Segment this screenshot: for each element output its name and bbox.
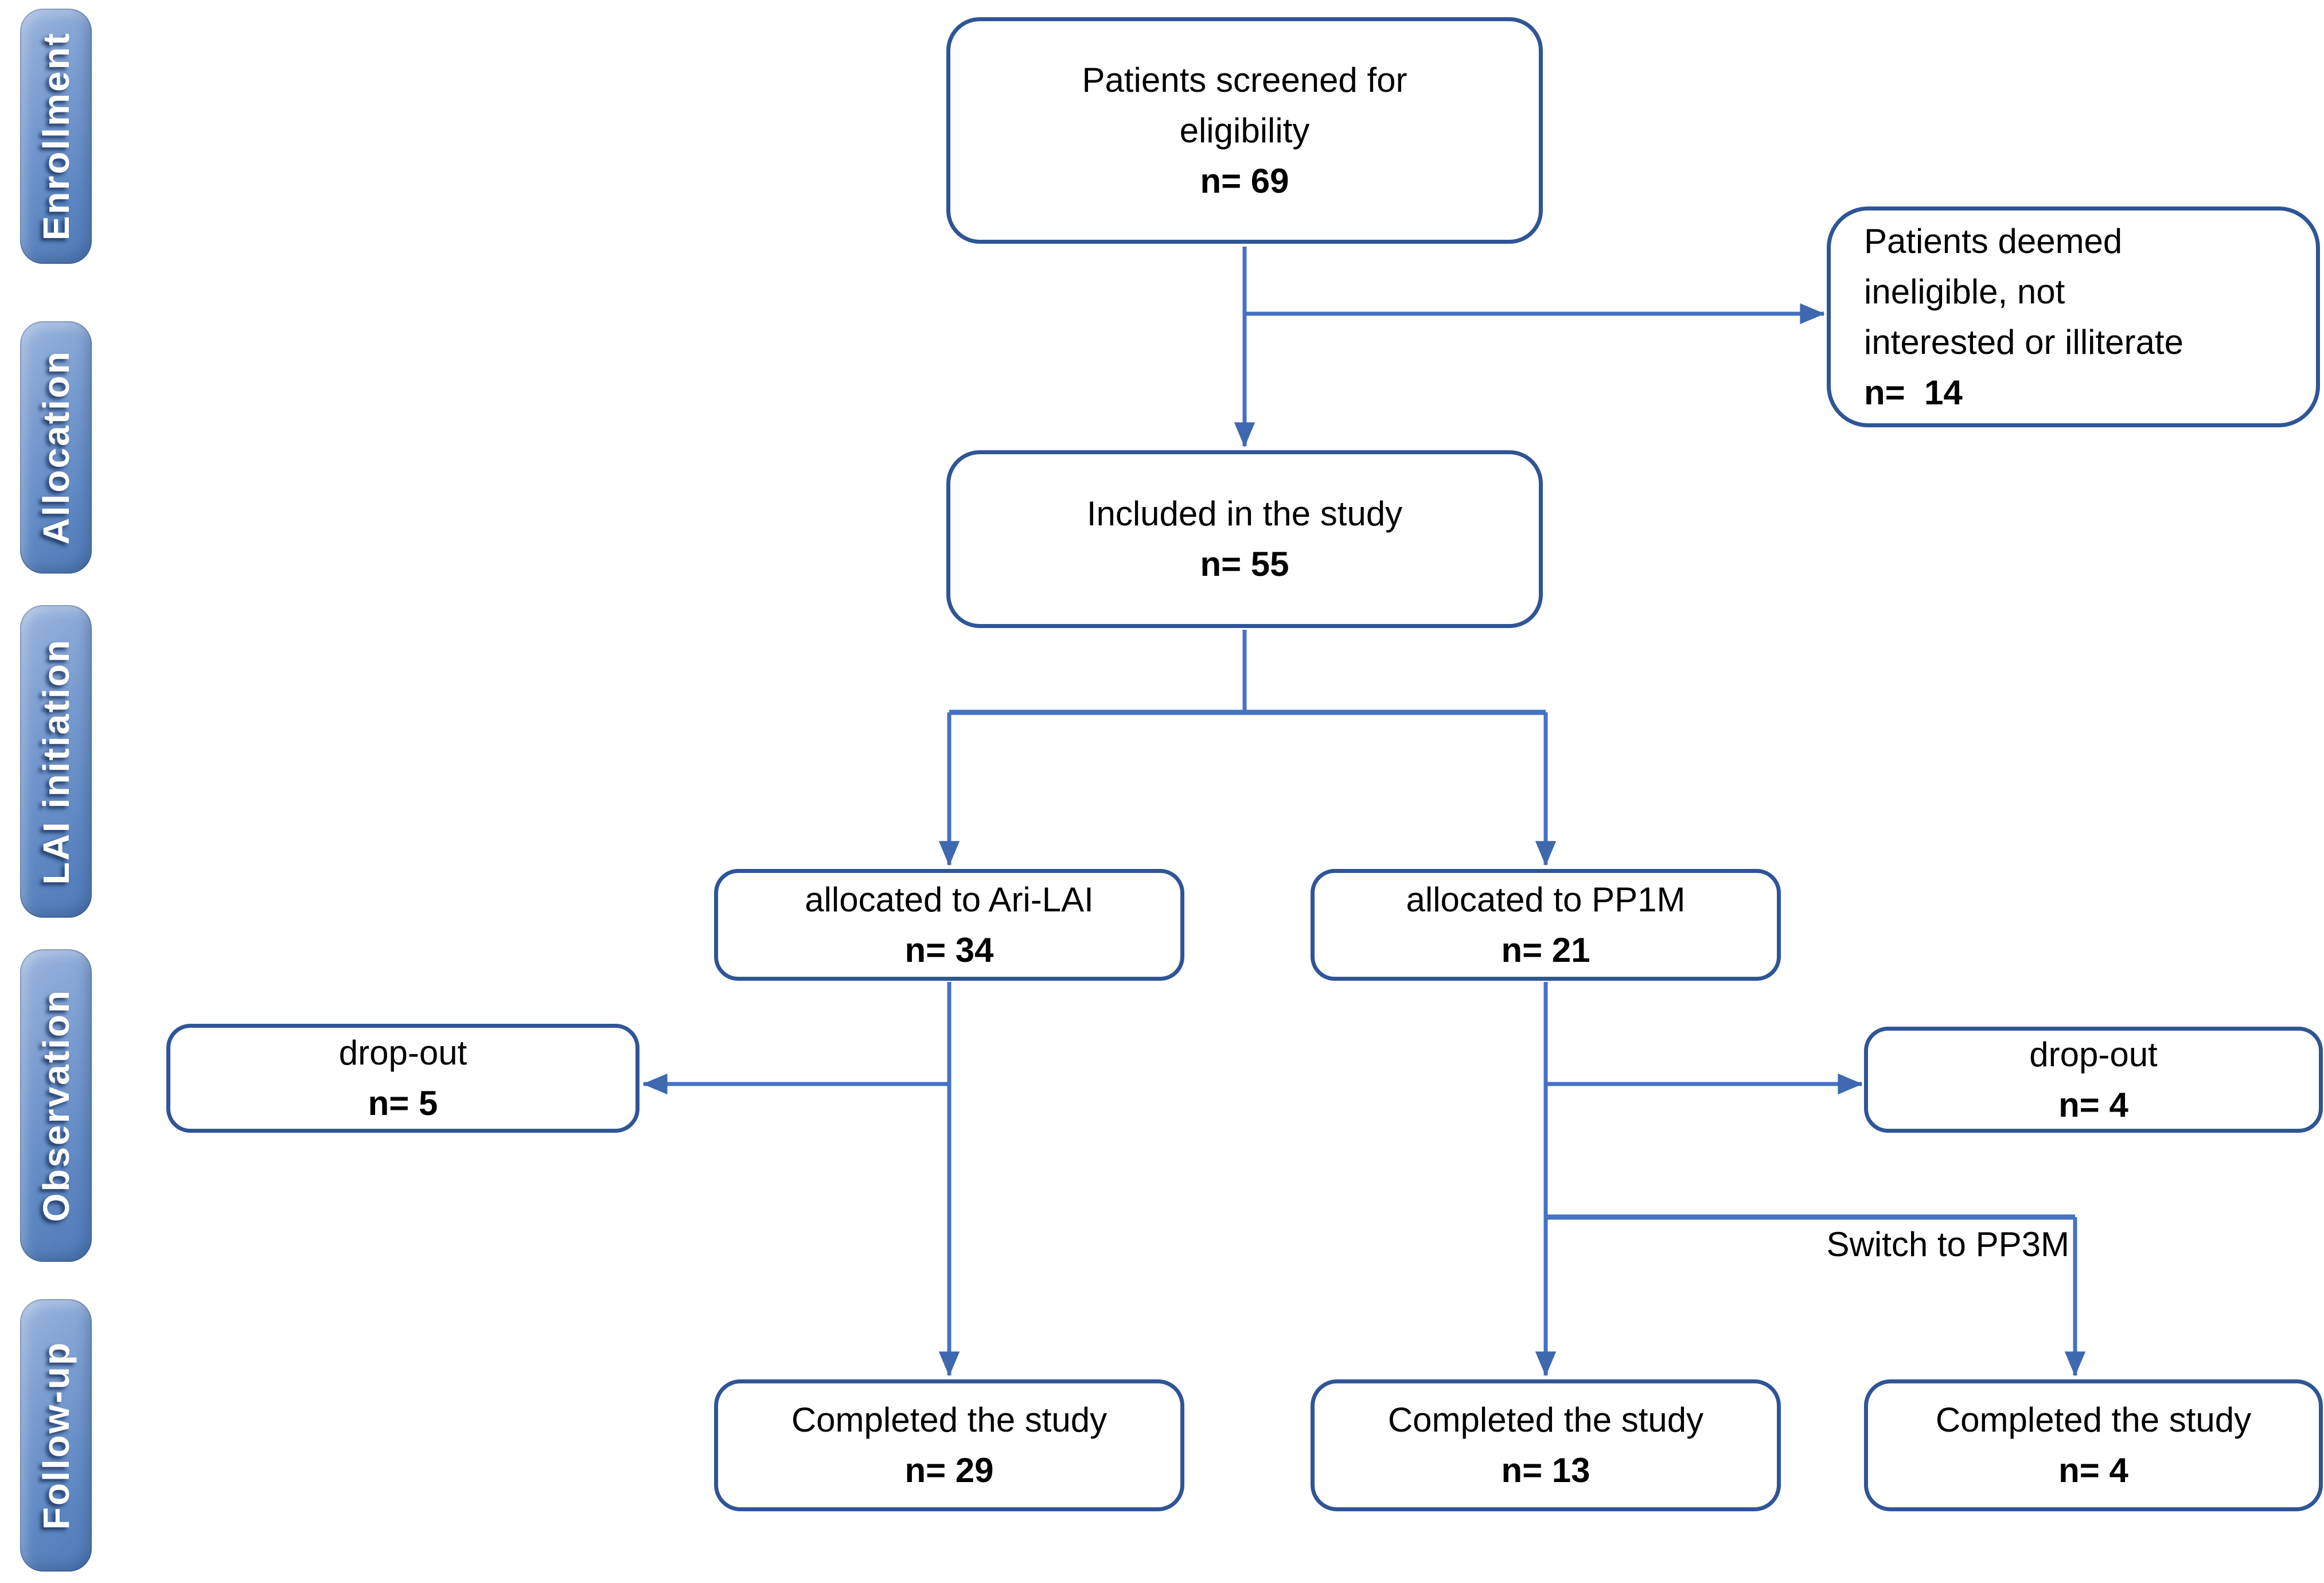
box-dropout-ari: drop-out n= 5	[166, 1024, 640, 1133]
box-dropout-ari-n: n= 5	[368, 1084, 438, 1122]
stage-allocation-label: Allocation	[35, 350, 77, 545]
box-completed-pp1m: Completed the study n= 13	[1311, 1379, 1781, 1511]
box-ineligible: Patients deemed ineligible, not interest…	[1827, 206, 2320, 427]
box-dropout-pp1m: drop-out n= 4	[1864, 1027, 2323, 1133]
box-dropout-pp1m-label: drop-out	[2029, 1035, 2158, 1074]
box-screened-label: Patients screened for eligibility	[1082, 60, 1407, 150]
box-completed-ari-n: n= 29	[904, 1451, 994, 1490]
box-dropout-ari-label: drop-out	[338, 1034, 467, 1072]
box-allocated-ari-n: n= 34	[904, 930, 994, 969]
switch-to-pp3m-label: Switch to PP3M	[1826, 1225, 2070, 1264]
box-completed-pp3m-n: n= 4	[2058, 1451, 2128, 1490]
stage-follow-up: Follow-up	[20, 1299, 92, 1572]
box-allocated-ari: allocated to Ari-LAI n= 34	[714, 869, 1184, 981]
box-completed-pp3m-label: Completed the study	[1935, 1401, 2252, 1439]
box-allocated-pp1m: allocated to PP1M n= 21	[1311, 869, 1781, 981]
box-completed-pp1m-label: Completed the study	[1387, 1401, 1704, 1439]
stage-observation: Observation	[20, 949, 92, 1262]
box-completed-pp1m-n: n= 13	[1501, 1451, 1590, 1490]
box-allocated-pp1m-label: allocated to PP1M	[1406, 880, 1686, 919]
box-completed-ari: Completed the study n= 29	[714, 1379, 1184, 1511]
box-dropout-pp1m-n: n= 4	[2058, 1085, 2128, 1124]
stage-enrollment: Enrollment	[20, 9, 92, 264]
stage-lai-initiation-label: LAI initiation	[35, 638, 77, 885]
box-allocated-ari-label: allocated to Ari-LAI	[805, 880, 1094, 919]
stage-follow-up-label: Follow-up	[35, 1340, 77, 1530]
stage-allocation: Allocation	[20, 321, 92, 574]
stage-enrollment-label: Enrollment	[35, 32, 77, 241]
box-completed-ari-label: Completed the study	[791, 1401, 1108, 1439]
box-screened-n: n= 69	[1200, 161, 1289, 200]
box-included: Included in the study n= 55	[946, 450, 1543, 628]
box-ineligible-n: n= 14	[1864, 373, 1963, 412]
box-screened: Patients screened for eligibility n= 69	[946, 17, 1543, 244]
box-ineligible-label: Patients deemed ineligible, not interest…	[1864, 221, 2183, 361]
box-included-label: Included in the study	[1086, 494, 1403, 533]
stage-observation-label: Observation	[35, 989, 77, 1222]
box-allocated-pp1m-n: n= 21	[1501, 930, 1590, 969]
stage-lai-initiation: LAI initiation	[20, 605, 92, 918]
box-included-n: n= 55	[1200, 545, 1289, 583]
box-completed-pp3m: Completed the study n= 4	[1864, 1379, 2323, 1511]
